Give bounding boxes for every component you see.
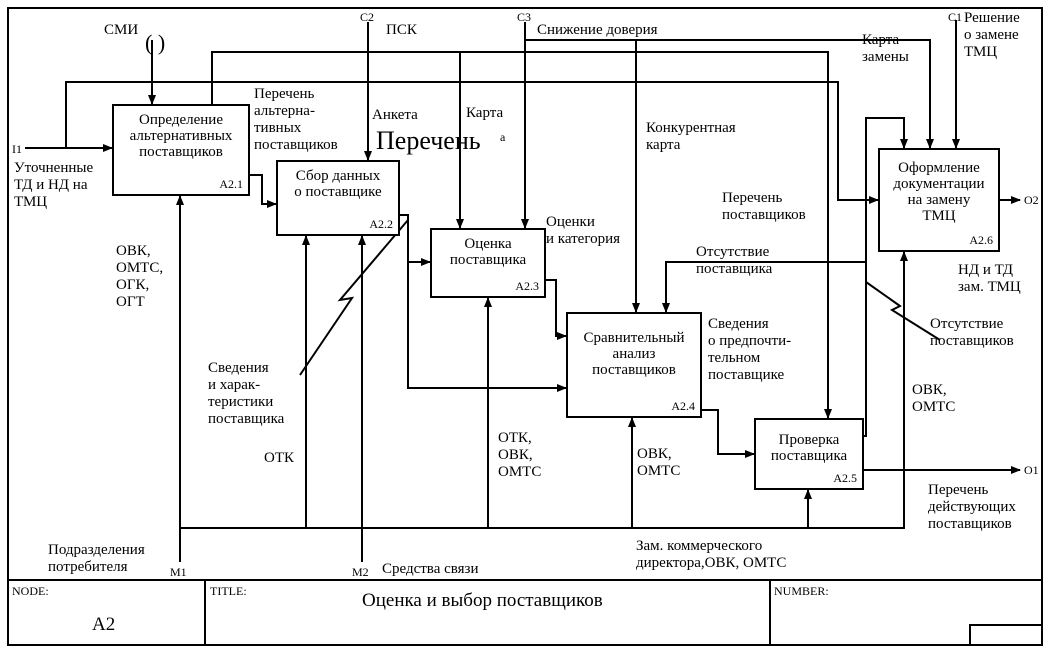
- label-utochnennye: Уточненные ТД и НД на ТМЦ: [14, 160, 94, 210]
- label-m2: M2: [352, 565, 369, 579]
- label-reshenie: Решение о замене ТМЦ: [964, 10, 1020, 60]
- activity-number: A2.3: [515, 279, 539, 293]
- title-block-corner-box: [969, 624, 1043, 646]
- label-otk: ОТК: [264, 450, 294, 466]
- label-i1: I1: [12, 142, 22, 156]
- diagram-frame: [7, 7, 1043, 646]
- activity-title: Определение альтернативных поставщиков: [129, 112, 233, 160]
- label-c1: C1: [948, 10, 963, 24]
- label-karta: Карта: [466, 105, 504, 121]
- activity-number: A2.1: [219, 177, 243, 191]
- label-otsutstvie-postavshchika: Отсутствие поставщика: [696, 244, 773, 277]
- activity-title: Сравнительный анализ поставщиков: [583, 330, 685, 378]
- node-label: NODE:: [12, 584, 49, 598]
- activity-number: A2.5: [833, 471, 857, 485]
- label-otsenki-kategoriya: Оценки и категория: [546, 214, 621, 247]
- label-ovk-omts-a24: ОВК, ОМТС: [637, 446, 681, 479]
- title-value: Оценка и выбор поставщиков: [362, 590, 603, 611]
- label-perechen-large: Перечень: [376, 126, 481, 155]
- label-otsutstvie-postavshchikov: Отсутствие поставщиков: [930, 316, 1014, 349]
- label-nd-td-zam: НД и ТД зам. ТМЦ: [958, 262, 1021, 295]
- activity-box-a2-1[interactable]: Определение альтернативных поставщиков A…: [112, 104, 250, 196]
- activity-box-a2-2[interactable]: Сбор данных о поставщике A2.2: [276, 160, 400, 236]
- label-otk-ovk-omts: ОТК, ОВК, ОМТС: [498, 430, 542, 480]
- activity-number: A2.2: [369, 217, 393, 231]
- label-smi: СМИ: [104, 22, 139, 38]
- label-perechen-deistvuyushchih: Перечень действующих поставщиков: [928, 482, 1016, 532]
- activity-box-a2-3[interactable]: Оценка поставщика A2.3: [430, 228, 546, 298]
- label-ovk-left: ОВК, ОМТС, ОГК, ОГТ: [116, 243, 164, 310]
- label-ovk-omts-a26: ОВК, ОМТС: [912, 382, 956, 415]
- label-sredstva-svyazi: Средства связи: [382, 561, 479, 577]
- label-c2: C2: [360, 10, 375, 24]
- label-o1: O1: [1024, 463, 1039, 477]
- activity-title: Сбор данных о поставщике: [294, 168, 382, 200]
- activity-title: Оценка поставщика: [449, 236, 527, 268]
- activity-box-a2-5[interactable]: Проверка поставщика A2.5: [754, 418, 864, 490]
- activity-box-a2-6[interactable]: Оформление документации на замену ТМЦ A2…: [878, 148, 1000, 252]
- label-anketa: Анкета: [372, 107, 418, 123]
- label-c3: C3: [517, 10, 532, 24]
- activity-number: A2.6: [969, 233, 993, 247]
- title-label: TITLE:: [210, 584, 247, 598]
- number-label: NUMBER:: [774, 584, 829, 598]
- label-a-small: а: [500, 130, 506, 144]
- label-snizhenie-doveriya: Снижение доверия: [537, 22, 658, 38]
- label-perechen-postavshchikov: Перечень поставщиков: [722, 190, 806, 223]
- activity-number: A2.4: [671, 399, 695, 413]
- activity-box-a2-4[interactable]: Сравнительный анализ поставщиков A2.4: [566, 312, 702, 418]
- label-svedeniya-harakteristiki: Сведения и харак- теристики поставщика: [208, 360, 285, 427]
- label-konkurentnaya-karta: Конкурентная карта: [646, 120, 736, 153]
- activity-title: Проверка поставщика: [770, 432, 848, 464]
- smi-bracket-mark: ( ): [145, 30, 165, 55]
- label-podrazdeleniya: Подразделения потребителя: [48, 542, 145, 575]
- label-karta-zameny: Карта замены: [862, 32, 909, 65]
- label-zam-kommercheskogo: Зам. коммерческого директора,ОВК, ОМТС: [636, 538, 787, 571]
- node-value: A2: [92, 614, 116, 635]
- label-m1: M1: [170, 565, 187, 579]
- label-psk: ПСК: [386, 22, 417, 38]
- label-svedeniya-predpochtitelnom: Сведения о предпочти- тельном поставщике: [708, 316, 792, 383]
- label-perechen-alternativnyh: Перечень альтерна- тивных поставщиков: [254, 86, 338, 153]
- activity-title: Оформление документации на замену ТМЦ: [893, 160, 985, 224]
- label-o2: O2: [1024, 193, 1039, 207]
